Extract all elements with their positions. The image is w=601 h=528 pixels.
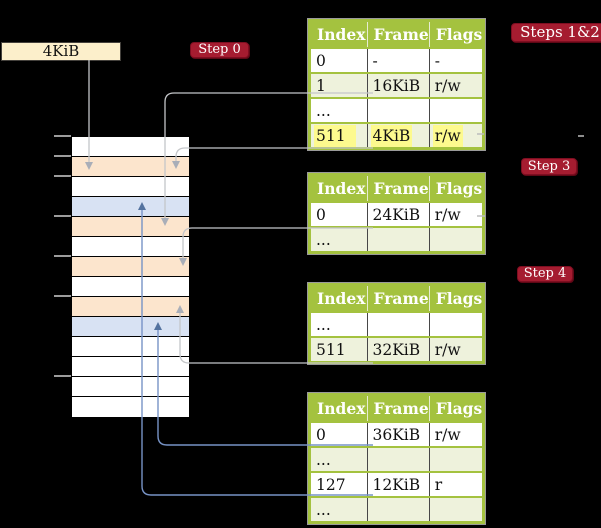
table-cell: r/w bbox=[429, 421, 483, 447]
header-cell-flags: Flags bbox=[429, 396, 483, 422]
memory-row bbox=[72, 137, 189, 157]
table-cell: r/w bbox=[429, 72, 483, 98]
header-cell-index: Index bbox=[311, 396, 368, 422]
header-cell-flags: Flags bbox=[429, 286, 483, 312]
memory-row bbox=[72, 157, 189, 177]
memory-row bbox=[72, 297, 189, 317]
table-cell: 0 bbox=[311, 421, 368, 447]
memory-row bbox=[72, 277, 189, 297]
page-table-steps-1-2: Index Frame Flags 0 - - 1 16KiB r/w ... … bbox=[307, 18, 487, 151]
table-row: 1 16KiB r/w bbox=[311, 72, 483, 98]
table-row: ... bbox=[311, 226, 483, 251]
table-cell bbox=[429, 311, 483, 337]
table-cell: 32KiB bbox=[367, 336, 430, 361]
table-cell: 1 bbox=[311, 72, 368, 98]
header-cell-index: Index bbox=[311, 22, 368, 48]
table-cell bbox=[429, 97, 483, 123]
table-row: 127 12KiB r bbox=[311, 471, 483, 497]
address-tick bbox=[54, 295, 71, 297]
memory-row bbox=[72, 177, 189, 197]
page-table-step-3: Index Frame Flags 0 24KiB r/w ... bbox=[307, 172, 487, 255]
address-tick bbox=[54, 255, 71, 257]
table-cell bbox=[367, 226, 430, 251]
table-row: 0 24KiB r/w bbox=[311, 201, 483, 227]
header-cell-index: Index bbox=[311, 286, 368, 312]
table-cell: r bbox=[429, 471, 483, 497]
header-cell-flags: Flags bbox=[429, 22, 483, 48]
table-row: ... bbox=[311, 97, 483, 123]
table-row: ... bbox=[311, 446, 483, 472]
header-cell-frame: Frame bbox=[367, 176, 430, 202]
table-header-row: Index Frame Flags bbox=[311, 22, 483, 48]
memory-row bbox=[72, 357, 189, 377]
table-header-row: Index Frame Flags bbox=[311, 396, 483, 422]
table-header-row: Index Frame Flags bbox=[311, 176, 483, 202]
frame-size-label: 4KiB bbox=[1, 42, 121, 61]
table-cell: 0 bbox=[311, 201, 368, 227]
table-cell: 16KiB bbox=[367, 72, 430, 98]
address-tick bbox=[54, 135, 71, 137]
memory-row bbox=[72, 217, 189, 237]
header-cell-frame: Frame bbox=[367, 22, 430, 48]
table-cell: - bbox=[367, 47, 430, 73]
table-cell: 4KiB bbox=[367, 122, 430, 147]
table-cell: 127 bbox=[311, 471, 368, 497]
header-cell-frame: Frame bbox=[367, 286, 430, 312]
memory-row bbox=[72, 317, 189, 337]
header-cell-frame: Frame bbox=[367, 396, 430, 422]
table-cell: ... bbox=[311, 496, 368, 521]
table-cell bbox=[367, 446, 430, 472]
address-tick bbox=[54, 155, 71, 157]
table-row: 0 36KiB r/w bbox=[311, 421, 483, 447]
address-tick bbox=[54, 215, 71, 217]
table-cell: 511 bbox=[311, 122, 368, 147]
address-tick bbox=[54, 375, 71, 377]
header-cell-index: Index bbox=[311, 176, 368, 202]
table-cell: r/w bbox=[429, 201, 483, 227]
table-cell bbox=[429, 226, 483, 251]
table-cell bbox=[367, 97, 430, 123]
table-cell: 24KiB bbox=[367, 201, 430, 227]
table-cell: 0 bbox=[311, 47, 368, 73]
table-row: 511 32KiB r/w bbox=[311, 336, 483, 361]
table-row: ... bbox=[311, 311, 483, 337]
table-cell: ... bbox=[311, 311, 368, 337]
page-table-step-4: Index Frame Flags ... 511 32KiB r/w bbox=[307, 282, 487, 365]
address-tick bbox=[54, 175, 71, 177]
table-cell: ... bbox=[311, 446, 368, 472]
steps-1-2-badge: Steps 1&2 bbox=[511, 23, 601, 42]
step-4-badge: Step 4 bbox=[517, 266, 573, 282]
table-row-highlighted: 511 4KiB r/w bbox=[311, 122, 483, 147]
table-cell: ... bbox=[311, 97, 368, 123]
header-cell-flags: Flags bbox=[429, 176, 483, 202]
physical-memory-column bbox=[71, 136, 190, 417]
table-cell: 36KiB bbox=[367, 421, 430, 447]
table-cell: ... bbox=[311, 226, 368, 251]
step-3-badge: Step 3 bbox=[521, 158, 577, 175]
table-row: ... bbox=[311, 496, 483, 521]
table-cell: 511 bbox=[311, 336, 368, 361]
page-table-final: Index Frame Flags 0 36KiB r/w ... 127 12… bbox=[307, 392, 487, 525]
memory-row bbox=[72, 337, 189, 357]
memory-row bbox=[72, 237, 189, 257]
table-cell: r/w bbox=[429, 122, 483, 147]
step-0-badge: Step 0 bbox=[190, 42, 249, 58]
table-cell bbox=[367, 311, 430, 337]
table-cell: 12KiB bbox=[367, 471, 430, 497]
table-cell: - bbox=[429, 47, 483, 73]
memory-row bbox=[72, 257, 189, 277]
memory-row bbox=[72, 397, 189, 417]
table-cell bbox=[367, 496, 430, 521]
table-cell bbox=[429, 446, 483, 472]
table-cell bbox=[429, 496, 483, 521]
memory-row bbox=[72, 377, 189, 397]
table-row: 0 - - bbox=[311, 47, 483, 73]
table-header-row: Index Frame Flags bbox=[311, 286, 483, 312]
memory-row bbox=[72, 197, 189, 217]
table-cell: r/w bbox=[429, 336, 483, 361]
